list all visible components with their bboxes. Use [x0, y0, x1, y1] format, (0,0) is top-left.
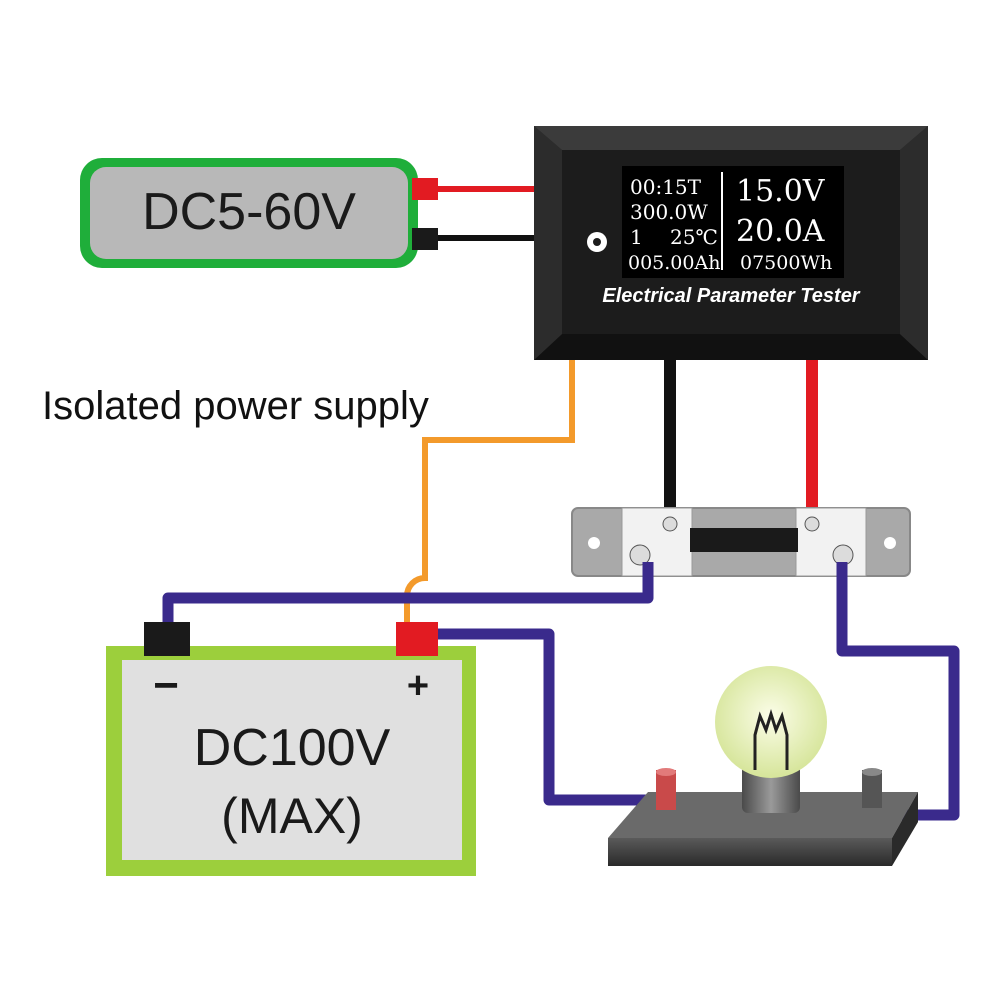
shunt-resistor	[571, 507, 911, 577]
shunt-screw-left-icon	[629, 544, 651, 566]
battery-rating: DC100V	[194, 719, 391, 777]
lamp-base-top	[608, 792, 918, 838]
lamp-terminal-left-top	[656, 768, 676, 776]
supply-positive-terminal	[412, 178, 438, 200]
purple-wire-battery-negative	[162, 562, 654, 628]
lamp-load	[608, 666, 918, 866]
lamp-terminal-right-top	[862, 768, 882, 776]
battery-positive-symbol: +	[407, 665, 429, 707]
tester-bevel-bottom	[534, 334, 928, 360]
screen-power: 300.0W	[630, 200, 708, 224]
shunt-hole-right	[884, 537, 896, 549]
battery-positive-terminal	[396, 622, 438, 656]
power-supply-body	[90, 167, 408, 259]
power-supply: DC5-60V	[80, 158, 438, 268]
tester-bevel-right	[900, 126, 928, 360]
shunt-block-right	[795, 507, 867, 577]
lamp-socket	[742, 765, 800, 813]
lamp-base-side	[892, 792, 918, 866]
power-supply-label: DC5-60V	[142, 183, 356, 241]
shunt-screw-sense-left-icon	[662, 516, 678, 532]
tester-screen	[622, 166, 844, 278]
shunt-screw-sense-right-icon	[804, 516, 820, 532]
tester-device: 00:15T 300.0W 1 25℃ 005.00Ah 15.0V 20.0A…	[534, 126, 928, 360]
screen-capacity: 005.00Ah	[628, 252, 720, 274]
battery-max-label: (MAX)	[221, 788, 363, 844]
isolated-supply-label: Isolated power supply	[42, 384, 429, 428]
lamp-terminal-left	[656, 770, 676, 810]
lamp-terminal-right	[862, 770, 882, 808]
orange-isolated-wire	[404, 352, 575, 628]
purple-wire-battery-positive	[432, 628, 662, 806]
shunt-hole-left	[588, 537, 600, 549]
screen-channel: 1	[630, 225, 643, 249]
tester-bevel-left	[534, 126, 562, 360]
supply-negative-terminal	[412, 228, 438, 250]
purple-wire-shunt-to-load	[836, 562, 960, 821]
screen-voltage: 15.0V	[736, 174, 826, 209]
shunt-element	[690, 528, 798, 552]
tester-button-center	[593, 238, 601, 246]
battery-negative-symbol: −	[153, 661, 179, 710]
tester-bevel-top	[534, 126, 928, 150]
battery-body	[122, 660, 462, 860]
screen-time: 00:15T	[630, 175, 702, 199]
lamp-base-front	[608, 838, 892, 866]
lamp-bulb-icon	[715, 666, 827, 778]
shunt-block-left	[621, 507, 693, 577]
lamp-filament	[753, 708, 789, 770]
tester-brand-label: Electrical Parameter Tester	[602, 285, 860, 307]
screen-temperature: 25℃	[670, 225, 718, 249]
battery-negative-terminal	[144, 622, 190, 656]
screen-current: 20.0A	[736, 214, 825, 249]
battery: − + DC100V (MAX)	[106, 622, 476, 876]
screen-energy: 07500Wh	[740, 252, 832, 274]
